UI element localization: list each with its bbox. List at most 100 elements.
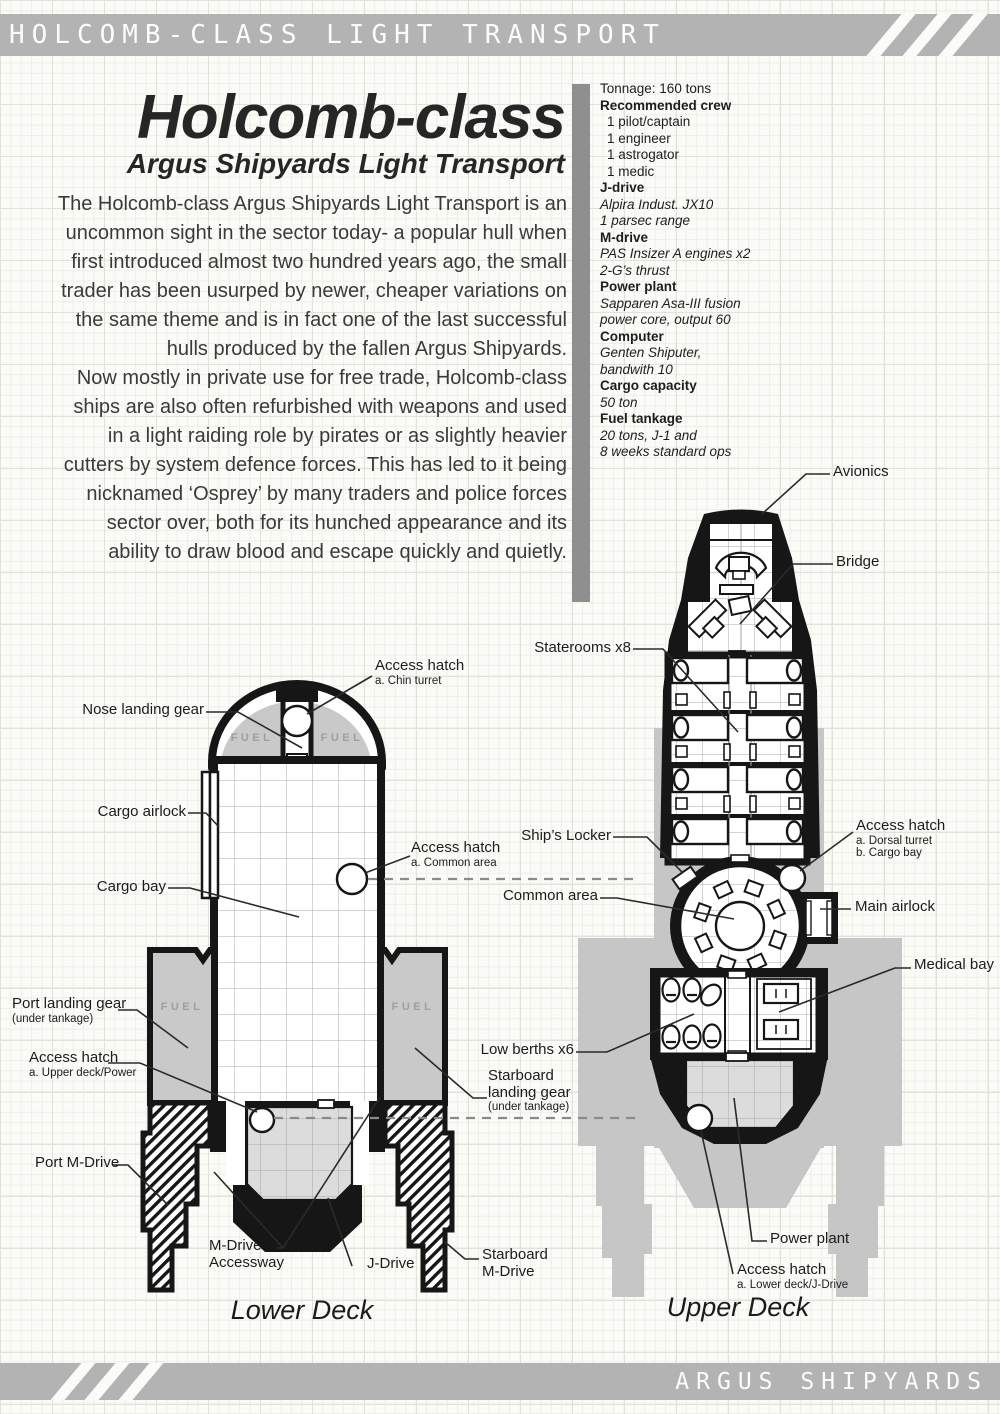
spec-line: 1 engineer [607,130,671,146]
callout-subtext: a. Upper deck/Power [29,1066,137,1079]
callout-access-hatch-upper: Access hatch a. Upper deck/Power [29,1049,137,1079]
callout-access-hatch-dorsal: Access hatch a. Dorsal turret b. Cargo b… [856,817,946,860]
callout-subtext: a. Chin turret [375,674,442,687]
callout-subtext: (under tankage) [488,1101,570,1113]
stateroom-beds [670,656,805,846]
callout-text: M-Drive [209,1237,262,1254]
callout-avionics: Avionics [833,463,889,481]
low-berth-pods [661,977,722,1050]
callout-text: Access hatch [856,817,946,834]
lower-deck-caption: Lower Deck [230,1295,374,1325]
callout-cargo-bay: Cargo bay [96,878,166,896]
port-m-drive-nacelle [140,1100,213,1293]
callout-text: Common area [502,887,598,904]
footer-banner: ARGUS SHIPYARDS [0,1363,1000,1400]
spec-line: Alpira Indust. JX10 [600,196,714,212]
callout-text: Low berths x6 [480,1041,574,1058]
upper-deck-plan [650,509,838,1144]
callout-subtext: (under tankage) [12,1012,94,1025]
fuel-label: FUEL [161,1001,204,1013]
callout-bridge: Bridge [836,553,880,571]
callout-subtext: a. Common area [411,856,497,869]
callout-text: M-Drive [482,1262,535,1280]
callout-subtext: b. Cargo bay [856,847,922,860]
spec-line: 1 astrogator [607,147,680,162]
spec-line: Tonnage: 160 tons [600,81,712,96]
spec-line: 50 ton [600,394,638,410]
callout-text: Accessway [209,1253,285,1271]
callout-text: Access hatch [29,1049,119,1066]
callout-text: J-Drive [367,1255,415,1272]
intro-paragraph-2: Now mostly in private use for free trade… [63,367,567,563]
common-chairs [692,878,788,974]
spec-line: J-drive [600,180,645,195]
callout-cargo-airlock: Cargo airlock [97,803,186,821]
callout-m-drive-accessway: M-Drive Accessway [209,1237,285,1271]
callout-text: Nose landing gear [82,701,204,718]
spec-line: PAS Insizer A engines x2 [600,246,751,261]
callout-access-hatch-common: Access hatch a. Common area [411,839,500,869]
callout-text: Power plant [770,1230,850,1247]
callout-text: Staterooms x8 [534,639,631,656]
callout-low-berths: Low berths x6 [480,1041,574,1059]
callout-access-hatch-chin: Access hatch a. Chin turret [375,657,465,687]
spec-line: 1 medic [607,163,655,179]
upper-deck-caption: Upper Deck [666,1292,810,1322]
callout-text: Medical bay [914,956,995,973]
spec-line: 20 tons, J-1 and [600,427,697,443]
spec-line: M-drive [600,229,649,245]
callout-text: Access hatch [737,1261,827,1278]
header-banner: HOLCOMB-CLASS LIGHT TRANSPORT [0,14,1000,56]
starboard-fuel-tank [378,947,448,1106]
callout-ships-locker: Ship’s Locker [521,827,611,845]
deck-alignment-dashes [274,877,638,1120]
callout-leader-lines [108,473,911,1275]
spec-line: 1 pilot/captain [607,114,691,129]
callout-starboard-landing-gear: Starboard landing gear (under tankage) [488,1067,571,1114]
callout-main-airlock: Main airlock [855,898,936,916]
callout-medical-bay: Medical bay [914,956,995,974]
spec-line: Computer [600,328,664,344]
callout-text: Starboard [488,1067,554,1084]
spec-line: Power plant [600,279,677,294]
common-table [714,900,766,952]
access-hatch-marker-lower [684,1103,714,1133]
spec-line: 2-G’s thrust [600,262,670,278]
medical-beds [762,982,800,1041]
column-divider [572,84,590,602]
fuel-label: FUEL [231,732,274,744]
page-subtitle: Argus Shipyards Light Transport [126,148,565,179]
j-drive-room [245,1105,354,1202]
callout-power-plant: Power plant [770,1230,850,1248]
callout-j-drive: J-Drive [367,1255,415,1273]
spec-line: Sapparen Asa-III fusion [600,295,741,311]
power-plant-room [684,1058,796,1130]
spec-line: 8 weeks standard ops [600,444,732,459]
starboard-m-drive-nacelle [382,1100,455,1293]
access-hatch-marker-power [248,1106,276,1134]
callout-text: Main airlock [855,898,936,915]
callout-text: Access hatch [375,657,465,674]
callout-text: Bridge [836,553,880,570]
spec-line: Cargo capacity [600,378,697,393]
callout-subtext: a. Lower deck/J-Drive [737,1278,849,1291]
spec-line: 1 parsec range [600,213,691,228]
intro-paragraph-1: The Holcomb-class Argus Shipyards Light … [57,193,567,360]
callout-text: Avionics [833,463,889,480]
stateroom-doors [675,691,801,813]
callout-text: Ship’s Locker [521,827,611,844]
spec-line: power core, output 60 [600,312,731,327]
spec-line: bandwith 10 [600,361,673,377]
medical-bay-room [756,978,812,1050]
spec-line: Fuel tankage [600,411,683,426]
callout-text: Cargo airlock [97,803,186,820]
callout-text: Port M-Drive [35,1154,120,1171]
callout-text: Starboard [482,1246,548,1263]
spec-line: Recommended crew [600,97,732,113]
lower-deck-plan: FUEL FUEL FUEL FUEL [140,680,455,1293]
callout-starboard-m-drive: Starboard M-Drive [482,1246,548,1280]
footer-title: ARGUS SHIPYARDS [675,1368,988,1395]
callout-text: Cargo bay [96,878,166,895]
